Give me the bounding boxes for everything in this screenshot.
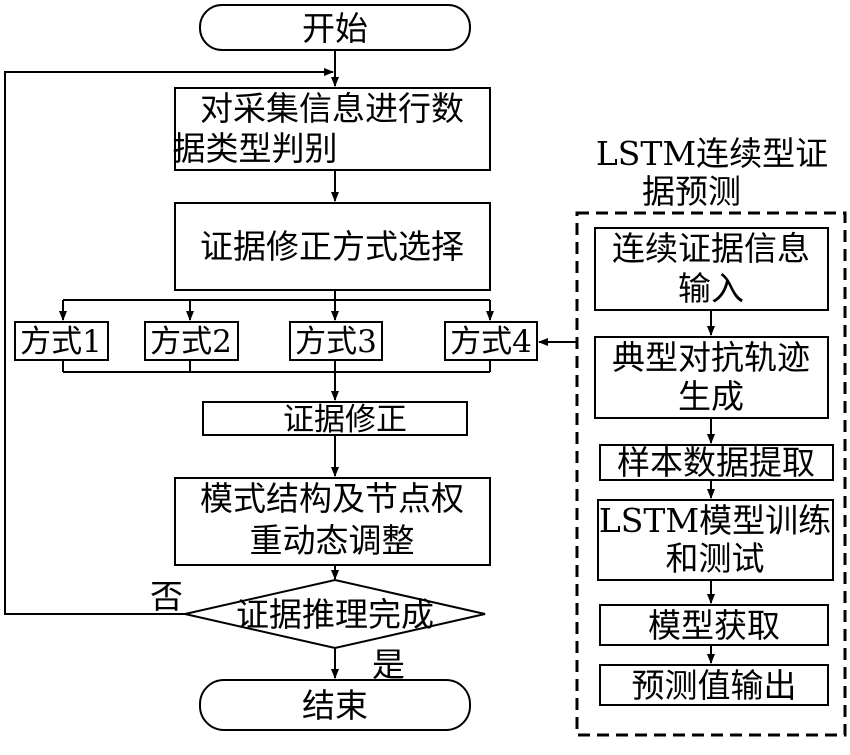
step-label: 生成 xyxy=(678,377,744,416)
decision-label: 证据推理完成 xyxy=(236,595,434,634)
method-label: 方式1 xyxy=(20,324,102,360)
method-2-box: 方式2 xyxy=(144,321,239,361)
yes-label: 是 xyxy=(372,645,405,684)
lstm-step-model: 模型获取 xyxy=(599,604,829,646)
select-method-box: 证据修正方式选择 xyxy=(174,202,491,291)
classify-line1: 对采集信息进行数 xyxy=(200,89,464,128)
adjust-line2: 重动态调整 xyxy=(250,521,415,560)
step-label: LSTM模型训练 xyxy=(599,501,831,540)
step-label: 连续证据信息 xyxy=(612,229,810,268)
method-4-box: 方式4 xyxy=(444,321,538,361)
lstm-title-line1: LSTM连续型证 xyxy=(596,134,828,173)
correct-label: 证据修正 xyxy=(283,402,407,438)
correct-box: 证据修正 xyxy=(202,401,468,438)
lstm-title-line2: 据预测 xyxy=(642,172,741,211)
step-label: 输入 xyxy=(678,269,744,308)
method-1-box: 方式1 xyxy=(14,321,109,361)
adjust-line1: 模式结构及节点权 xyxy=(200,479,464,518)
classify-line2: 据类型判别 xyxy=(173,129,338,168)
lstm-panel-border xyxy=(575,211,847,737)
lstm-step-input: 连续证据信息 输入 xyxy=(594,227,829,311)
feedback-arrow xyxy=(4,68,334,615)
end-label: 结束 xyxy=(302,686,368,725)
lstm-step-train: LSTM模型训练 和测试 xyxy=(597,499,834,581)
step-label: 预测值输出 xyxy=(632,666,797,705)
start-label: 开始 xyxy=(302,9,368,48)
step-label: 和测试 xyxy=(666,539,765,578)
adjust-box: 模式结构及节点权 重动态调整 xyxy=(174,477,491,566)
select-method-label: 证据修正方式选择 xyxy=(200,227,464,266)
no-label: 否 xyxy=(150,577,183,616)
method-label: 方式4 xyxy=(450,324,532,360)
decision-diamond: 证据推理完成 xyxy=(184,578,486,650)
step-label: 模型获取 xyxy=(648,606,780,645)
lstm-step-sample: 样本数据提取 xyxy=(599,443,834,482)
method-3-box: 方式3 xyxy=(289,321,383,361)
method-label: 方式2 xyxy=(150,324,232,360)
step-label: 样本数据提取 xyxy=(617,443,815,482)
end-terminal: 结束 xyxy=(199,679,471,731)
classify-box: 对采集信息进行数 据类型判别 xyxy=(173,87,491,171)
lstm-step-trajectory: 典型对抗轨迹 生成 xyxy=(594,336,829,419)
method-label: 方式3 xyxy=(295,324,377,360)
start-terminal: 开始 xyxy=(199,4,471,51)
lstm-step-output: 预测值输出 xyxy=(599,664,829,706)
step-label: 典型对抗轨迹 xyxy=(612,338,810,377)
